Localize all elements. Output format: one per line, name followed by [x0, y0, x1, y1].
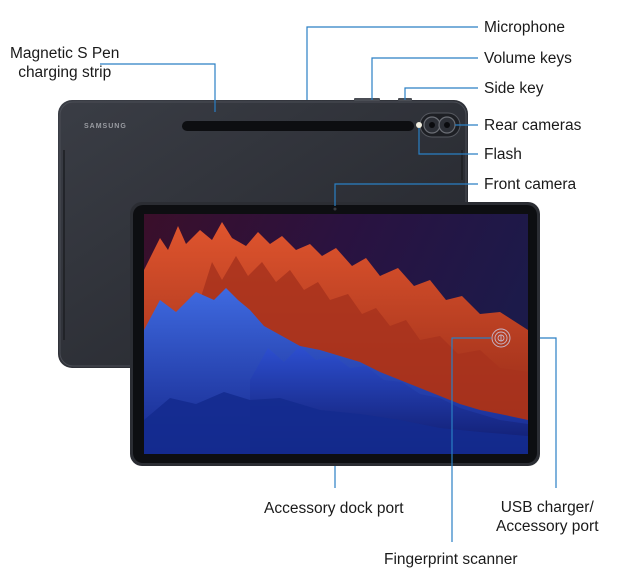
label-usb-line2: Accessory port — [496, 518, 599, 535]
label-fingerprint-scanner: Fingerprint scanner — [384, 551, 518, 568]
label-microphone: Microphone — [484, 19, 565, 36]
fingerprint-icon — [491, 328, 511, 348]
callout-microphone — [306, 26, 478, 100]
callout-lines — [100, 26, 557, 542]
label-usb-charger: USB charger/ Accessory port — [496, 498, 599, 536]
label-front-camera: Front camera — [484, 176, 577, 193]
callout-magnetic — [100, 63, 216, 112]
callout-volume — [371, 57, 478, 100]
label-rear-cameras: Rear cameras — [484, 117, 582, 134]
front-camera-dot — [333, 207, 337, 211]
tablet-front — [130, 202, 540, 466]
callout-front-camera — [334, 183, 478, 206]
label-accessory-dock-port: Accessory dock port — [264, 500, 404, 517]
label-side-key: Side key — [484, 80, 544, 97]
volume-key — [354, 98, 380, 101]
flash-led — [416, 122, 422, 128]
callout-side-key — [404, 87, 478, 100]
callout-fingerprint — [451, 337, 491, 542]
label-magnetic-line1: Magnetic S Pen — [10, 45, 120, 62]
s-pen-strip — [182, 121, 414, 131]
screen-wallpaper — [144, 214, 528, 454]
label-magnetic-s-pen: Magnetic S Pen charging strip — [10, 44, 119, 82]
label-flash: Flash — [484, 146, 522, 163]
label-volume-keys: Volume keys — [484, 50, 572, 67]
label-magnetic-line2: charging strip — [18, 64, 112, 81]
callout-flash — [418, 128, 478, 155]
callout-usb — [540, 337, 557, 488]
label-usb-line1: USB charger/ — [500, 499, 594, 516]
brand-logo: SAMSUNG — [84, 123, 127, 130]
